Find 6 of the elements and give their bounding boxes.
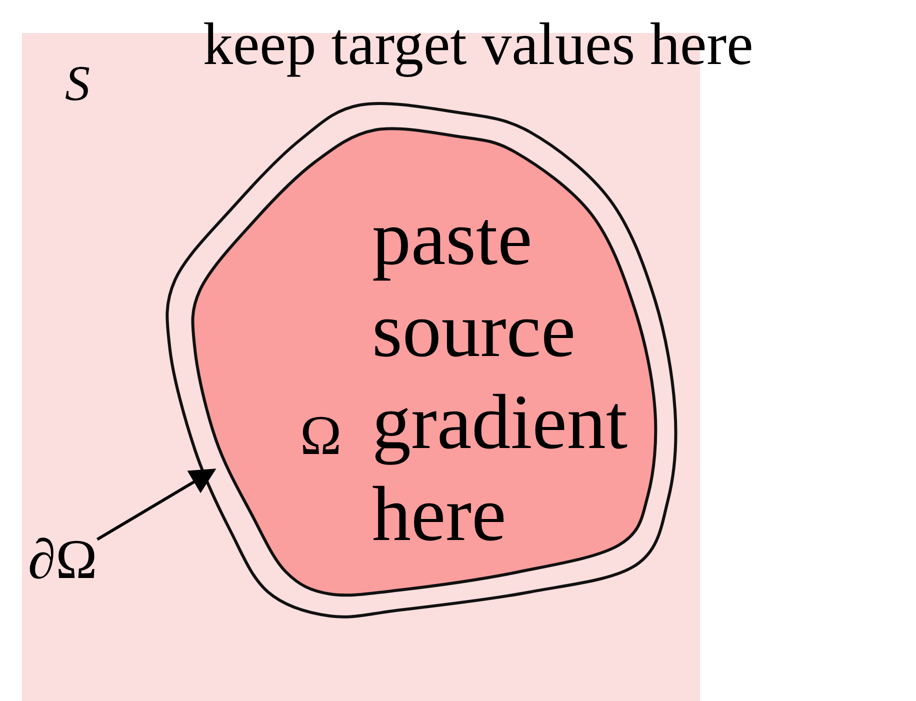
boundary-label: ∂Ω (28, 532, 98, 588)
inner-region (190, 125, 660, 595)
annotation-text: paste source gradient here (372, 193, 629, 559)
arrow (96, 468, 216, 541)
region-label: Ω (300, 408, 342, 464)
region-label: S (65, 58, 90, 108)
